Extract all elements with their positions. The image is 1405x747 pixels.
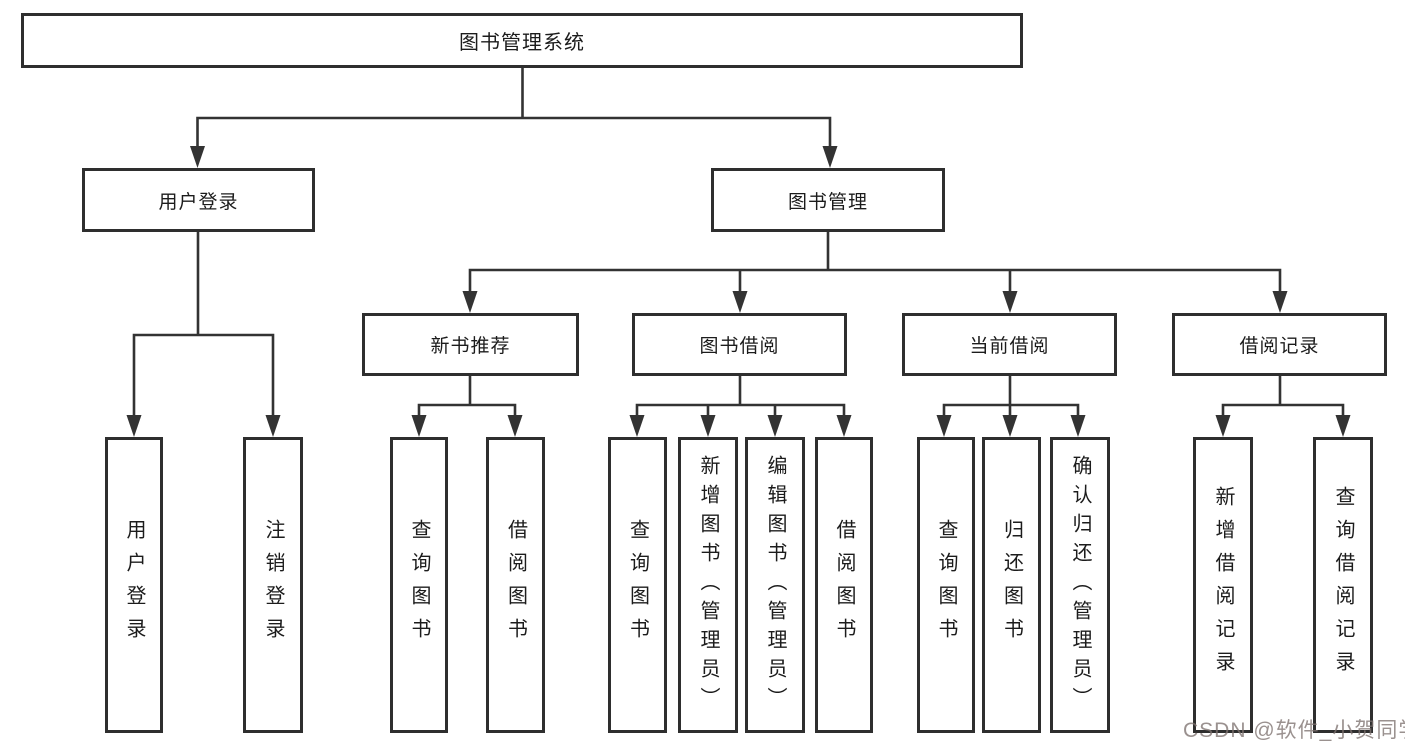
connector-book-mgmt-to-level3	[468, 232, 1282, 296]
leaf-records-add-record: 新增借阅记录	[1193, 437, 1253, 733]
node-user-login: 用户登录	[82, 168, 315, 232]
leaf-current-confirm-return-admin: 确认归还（管理员）	[1050, 437, 1110, 733]
connector-borrow-group	[635, 376, 846, 420]
leaf-borrow-query-books: 查询图书	[608, 437, 667, 733]
node-borrow-records: 借阅记录	[1172, 313, 1387, 376]
node-root-library-system: 图书管理系统	[21, 13, 1023, 68]
leaf-records-query-record: 查询借阅记录	[1313, 437, 1373, 733]
leaf-newbook-borrow-books: 借阅图书	[486, 437, 545, 733]
connector-user-login-group	[132, 232, 275, 420]
leaf-newbook-query-books: 查询图书	[390, 437, 448, 733]
csdn-watermark: CSDN @软件_小贺同学	[1183, 719, 1405, 742]
leaf-borrow-borrow-books: 借阅图书	[815, 437, 873, 733]
connector-new-book-group	[417, 376, 517, 420]
connector-root-to-level2	[196, 68, 832, 151]
leaf-user-login: 用户登录	[105, 437, 163, 733]
leaf-current-query-books: 查询图书	[917, 437, 975, 733]
leaf-borrow-edit-books-admin: 编辑图书（管理员）	[745, 437, 805, 733]
arrowheads	[126, 146, 1351, 437]
node-current-borrow: 当前借阅	[902, 313, 1117, 376]
connector-records-group	[1221, 376, 1345, 420]
node-book-management: 图书管理	[711, 168, 945, 232]
node-book-borrow: 图书借阅	[632, 313, 847, 376]
leaf-logout: 注销登录	[243, 437, 303, 733]
leaf-current-return-books: 归还图书	[982, 437, 1041, 733]
connector-current-group	[942, 376, 1080, 420]
node-new-book-recommend: 新书推荐	[362, 313, 579, 376]
leaf-borrow-add-books-admin: 新增图书（管理员）	[678, 437, 738, 733]
